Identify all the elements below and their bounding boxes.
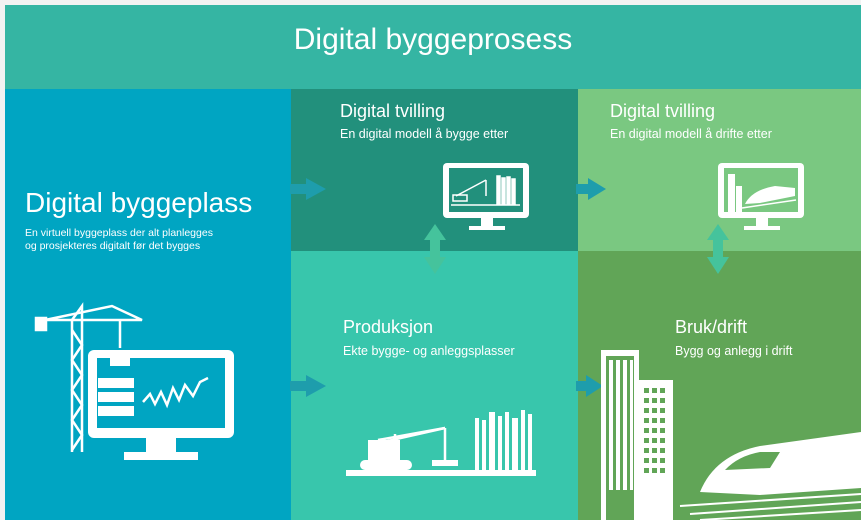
- produksjon-title: Produksjon: [343, 317, 434, 337]
- twin-build-subtitle: En digital modell å bygge etter: [340, 127, 509, 141]
- arrow-right-bottom-left: [290, 375, 326, 397]
- digital-byggeplass-desc-2: og prosjekteres digitalt før det bygges: [25, 240, 201, 252]
- digital-tvilling-build-panel: Digital tvilling En digital modell å byg…: [291, 89, 578, 251]
- construction-site-icon: [346, 410, 536, 476]
- twin-operate-subtitle: En digital modell å drifte etter: [610, 127, 772, 141]
- arrow-right-top-left: [290, 178, 326, 200]
- monitor-construction-icon: [443, 163, 529, 230]
- arrow-vertical-double-left: [424, 224, 446, 274]
- arrow-vertical-double-right: [707, 224, 729, 274]
- arrow-right-top-mid: [576, 178, 606, 200]
- header-banner: Digital byggeprosess: [5, 5, 861, 89]
- twin-operate-title: Digital tvilling: [610, 101, 716, 121]
- monitor-train-icon: [718, 163, 804, 230]
- digital-byggeplass-title: Digital byggeplass: [25, 187, 253, 218]
- page-title: Digital byggeprosess: [293, 23, 573, 56]
- twin-build-title: Digital tvilling: [340, 101, 446, 121]
- crane-monitor-icon: [34, 302, 234, 460]
- digital-byggeplass-desc-1: En virtuell byggeplass der alt planlegge…: [25, 227, 213, 239]
- building-train-icon: [601, 350, 861, 520]
- produksjon-subtitle: Ekte bygge- og anleggsplasser: [343, 344, 515, 358]
- bruk-drift-title: Bruk/drift: [675, 317, 748, 337]
- arrow-right-bottom-mid: [576, 375, 603, 397]
- bruk-drift-subtitle: Bygg og anlegg i drift: [675, 344, 793, 358]
